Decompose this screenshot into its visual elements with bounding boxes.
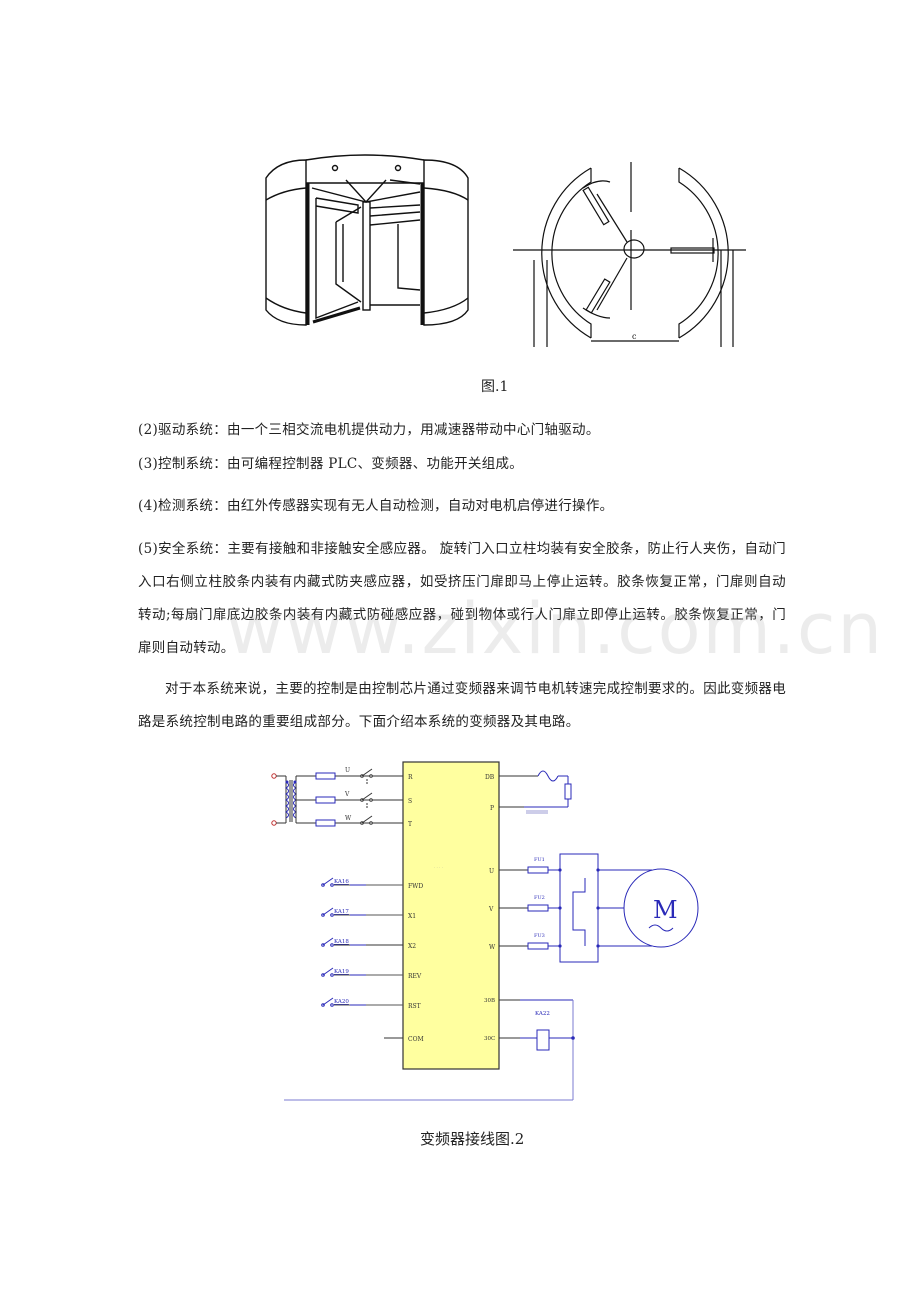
- revolving-door-illustration: [265, 154, 469, 326]
- svg-text:KA17: KA17: [334, 909, 349, 915]
- svg-text:KA20: KA20: [334, 999, 349, 1005]
- svg-text:c: c: [632, 332, 637, 341]
- svg-text:DB: DB: [485, 774, 495, 781]
- svg-text:U: U: [345, 767, 350, 774]
- inverter-block: [402, 761, 500, 1070]
- figure-1: c: [265, 154, 746, 347]
- svg-text:FU2: FU2: [534, 895, 545, 901]
- supply-fuses: [315, 772, 336, 827]
- paragraph-detection-system: (4)检测系统：由红外传感器实现有无人自动检测，自动对电机启停进行操作。: [138, 498, 614, 514]
- supply-input: [271, 773, 403, 826]
- svg-text:KA18: KA18: [334, 939, 349, 945]
- svg-text:W: W: [345, 815, 352, 822]
- svg-text:FU3: FU3: [534, 933, 545, 939]
- control-inputs: [321, 877, 403, 1039]
- svg-text:COM: COM: [408, 1036, 424, 1043]
- svg-text:30C: 30C: [484, 1036, 495, 1042]
- svg-text:W: W: [489, 944, 496, 951]
- svg-text:KA22: KA22: [535, 1011, 550, 1017]
- svg-text:V: V: [344, 791, 350, 798]
- paragraph-drive-system: (2)驱动系统：由一个三相交流电机提供动力，用减速器带动中心门轴驱动。: [138, 422, 600, 438]
- svg-text:REV: REV: [408, 973, 422, 980]
- paragraph-inverter-intro: 对于本系统来说，主要的控制是由控制芯片通过变频器来调节电机转速完成控制要求的。因…: [138, 681, 786, 730]
- brake-resistor-label: [526, 810, 548, 814]
- svg-text:X2: X2: [408, 943, 416, 950]
- brake-circuit: [499, 770, 572, 808]
- svg-text:. . . .: . . . .: [434, 864, 443, 869]
- fault-relay-circuit: [284, 999, 575, 1101]
- svg-text:R: R: [408, 774, 413, 781]
- svg-text:KA16: KA16: [334, 879, 349, 885]
- svg-text:M: M: [653, 896, 678, 924]
- figure-2-inverter-wiring: . . . .: [271, 761, 699, 1101]
- svg-text:P: P: [490, 805, 494, 812]
- svg-text:V: V: [488, 906, 494, 913]
- svg-text:X1: X1: [408, 913, 416, 920]
- motor-output: [499, 853, 699, 963]
- figure-1-caption: 图.1: [481, 379, 509, 395]
- svg-text:T: T: [408, 821, 412, 828]
- paragraph-safety-system: (5)安全系统：主要有接触和非接触安全感应器。 旋转门入口立柱均装有安全胶条，防…: [138, 541, 786, 656]
- svg-text:S: S: [408, 798, 412, 805]
- revolving-door-plan-view: c: [513, 162, 746, 347]
- svg-text:RST: RST: [408, 1003, 421, 1010]
- motor-symbol: [623, 868, 699, 948]
- figure-2-caption: 变频器接线图.2: [420, 1130, 525, 1148]
- svg-text:FU1: FU1: [534, 857, 545, 863]
- supply-switches: [360, 768, 373, 825]
- svg-text:30B: 30B: [484, 998, 495, 1004]
- svg-text:FWD: FWD: [408, 883, 423, 890]
- paragraph-control-system: (3)控制系统：由可编程控制器 PLC、变频器、功能开关组成。: [138, 456, 524, 472]
- svg-text:KA19: KA19: [334, 969, 349, 975]
- svg-text:U: U: [489, 868, 494, 875]
